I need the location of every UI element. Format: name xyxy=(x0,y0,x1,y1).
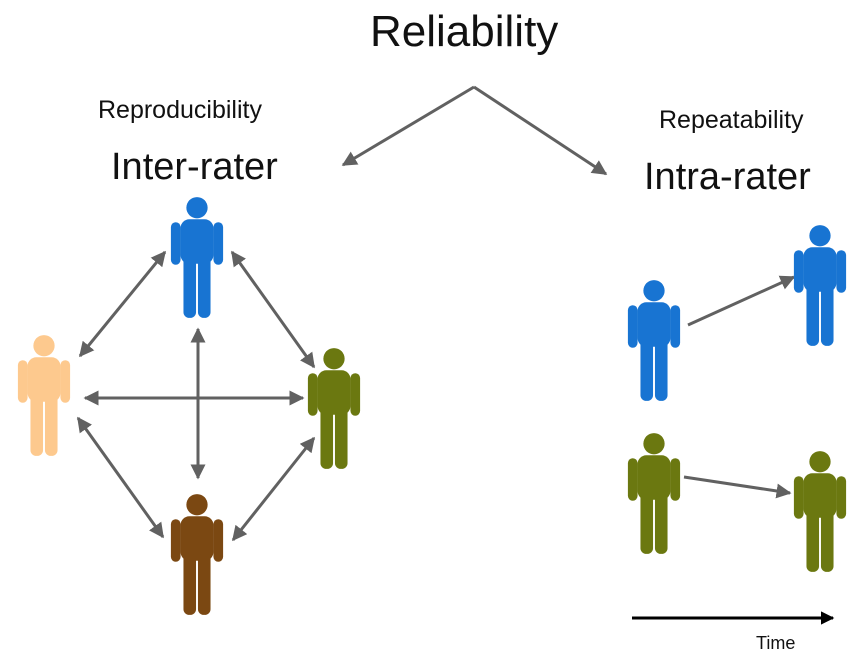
person-icon-blue-top xyxy=(170,197,224,318)
branch-arrow-left xyxy=(341,85,475,167)
inter-rater-heading: Inter-rater xyxy=(111,146,278,188)
person-icon-olive-after xyxy=(793,451,847,572)
arrow-blue-olive xyxy=(230,250,316,369)
reproducibility-label: Reproducibility xyxy=(98,96,262,124)
diagram-title: Reliability xyxy=(370,7,559,56)
person-icon-olive-before xyxy=(627,433,681,554)
inter-rater-arrows xyxy=(76,250,316,542)
intra-rater-arrows xyxy=(683,275,796,499)
person-icon-blue-after xyxy=(793,225,847,346)
arrow-peach-brown xyxy=(76,416,165,539)
intra-rater-heading: Intra-rater xyxy=(644,156,811,198)
time-label: Time xyxy=(756,633,796,653)
arrow-blue-peach xyxy=(78,250,167,358)
arrow-blue-over-time xyxy=(687,275,796,327)
arrow-olive-brown xyxy=(231,436,316,542)
person-icon-blue-before xyxy=(627,280,681,401)
branch-arrows xyxy=(341,85,608,176)
person-icon-peach-left xyxy=(17,335,71,456)
branch-arrow-right xyxy=(473,85,608,176)
person-icon-brown-bottom xyxy=(170,494,224,615)
repeatability-label: Repeatability xyxy=(659,106,804,134)
person-icon-olive-right xyxy=(307,348,361,469)
arrow-olive-over-time xyxy=(683,475,792,499)
